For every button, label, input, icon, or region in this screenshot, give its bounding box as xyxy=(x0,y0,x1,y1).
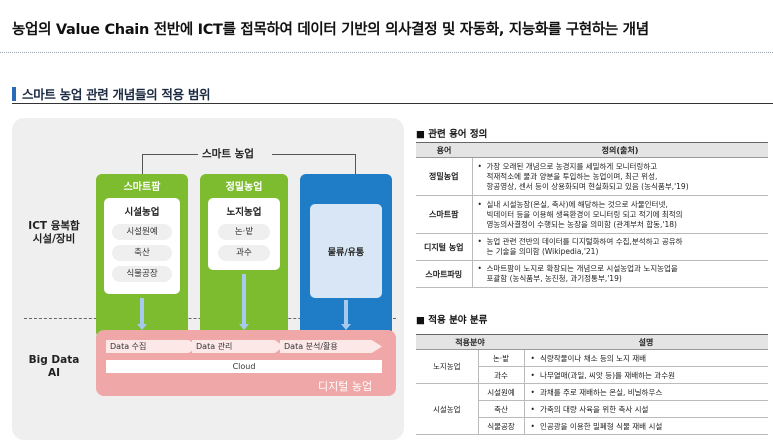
table-row: 스마트파밍 스마트팜이 노지로 확장되는 개념으로 시설농업과 노지농업을 포괄… xyxy=(416,260,768,288)
bullet: • xyxy=(530,387,535,397)
definition-line: 농업 관련 전반의 데이터를 디지털화하여 수집,분석하고 공유하 xyxy=(486,237,683,246)
cloud-bar: Cloud xyxy=(106,360,382,373)
definition-line: 적재적소에 물과 양분을 투입하는 농업이며, 최근 위성, xyxy=(486,171,658,181)
ict-label-line2: 시설/장비 xyxy=(32,233,76,245)
definition-cell: 실내 시설농장(온실, 축사)에 해당하는 것으로 사물인터넷, 빅데이터 등을… xyxy=(472,195,768,234)
definition-line: 스마트팜이 노지로 확장되는 개념으로 시설농업과 노지농업을 xyxy=(486,264,678,273)
bracket-right xyxy=(272,154,356,162)
page-title: 농업의 Value Chain 전반에 ICT를 접목하여 데이터 기반의 의사… xyxy=(12,22,649,38)
table-row: 스마트팜 실내 시설농장(온실, 축사)에 해당하는 것으로 사물인터넷, 빅데… xyxy=(416,195,768,234)
term-cell: 스마트팜 xyxy=(416,195,473,234)
down-arrow-2 xyxy=(239,274,249,330)
scope-diagram: 스마트 농업 ICT 융복합 시설/장비 Big Data AI 스마트팜 시설… xyxy=(12,118,404,440)
desc-cell: • 나무열매(과일, 씨앗 등)를 재배하는 과수원 xyxy=(524,366,768,384)
field-cell: 노지농업 xyxy=(416,349,479,384)
bigdata-label-line2: AI xyxy=(47,367,61,379)
desc-text: 과채를 주로 재배하는 온실, 비닐하우스 xyxy=(539,387,663,397)
table-row: 정밀농업 가장 오래된 개념으로 농경지를 세밀하게 모니터링하고 적재적소에 … xyxy=(416,157,768,196)
ict-label-line1: ICT 융복합 xyxy=(28,220,80,232)
term-cell: 디지털 농업 xyxy=(416,233,473,261)
desc-cell: • 식량작물이나 채소 등의 노지 재배 xyxy=(524,349,768,367)
bracket-drop-right xyxy=(355,154,356,174)
definition-line: 항공영상, 센서 등이 상용화되며 현실화되고 있음 (농식품부,'19) xyxy=(486,181,689,191)
terms-header-definition: 정의(출처) xyxy=(472,142,768,158)
table-row: 시설농업 시설원예 • 과채를 주로 재배하는 온실, 비닐하우스 xyxy=(416,383,768,435)
desc-cell: • 과채를 주로 재배하는 온실, 비닐하우스 xyxy=(524,383,768,401)
logistics-box: 물류/유통 xyxy=(310,204,382,298)
pill-greenhouse: 시설원예 xyxy=(112,224,172,240)
table-row: 노지농업 논·밭 • 식량작물이나 채소 등의 노지 재배 xyxy=(416,349,768,384)
fields-table: 적용분야 설명 노지농업 논·밭 • 식량작물이나 채소 등의 노지 재배 과수 … xyxy=(416,334,768,435)
pill-orchard: 과수 xyxy=(218,245,270,261)
bullet: • xyxy=(530,421,535,431)
subfield-cell: 식물공장 xyxy=(478,417,525,435)
desc-text: 인공광을 이용한 밀폐형 식물 재배 시설 xyxy=(539,421,663,431)
fields-header-field: 적용분야 xyxy=(416,334,524,350)
definition-line: 포괄함 (농식품부, 농진청, 과기정통부,'19) xyxy=(486,274,622,283)
bullet: • xyxy=(530,370,535,380)
section-underline xyxy=(12,103,773,104)
term-cell: 정밀농업 xyxy=(416,157,473,196)
section-title: 스마트 농업 관련 개념들의 적용 범위 xyxy=(12,84,211,103)
bullet: • xyxy=(530,404,535,414)
section-title-text: 스마트 농업 관련 개념들의 적용 범위 xyxy=(22,87,211,102)
fields-section-title: ■ 적용 분야 분류 xyxy=(416,315,488,326)
arrow-data-collect: Data 수집 xyxy=(106,340,198,353)
section-marker xyxy=(12,86,16,101)
facility-agri-box: 시설농업 시설원예 축산 식물공장 xyxy=(104,198,180,294)
down-arrow-1 xyxy=(137,298,147,330)
desc-text: 식량작물이나 채소 등의 노지 재배 xyxy=(539,353,647,363)
pill-plant-factory: 식물공장 xyxy=(112,266,172,282)
subfield-cell: 시설원예 xyxy=(478,383,525,401)
ict-label: ICT 융복합 시설/장비 xyxy=(20,220,88,246)
arrow-data-manage: Data 관리 xyxy=(192,340,284,353)
desc-cell: • 인공광을 이용한 밀폐형 식물 재배 시설 xyxy=(524,417,768,435)
pill-paddy: 논·밭 xyxy=(218,224,270,240)
terms-table: 용어 정의(출처) 정밀농업 가장 오래된 개념으로 농경지를 세밀하게 모니터… xyxy=(416,142,768,288)
subfield-cell: 축산 xyxy=(478,400,525,418)
definition-cell: 스마트팜이 노지로 확장되는 개념으로 시설농업과 노지농업을 포괄함 (농식품… xyxy=(472,260,768,288)
terms-section-title: ■ 관련 용어 정의 xyxy=(416,129,488,140)
term-cell: 스마트파밍 xyxy=(416,260,473,288)
definition-line: 실내 시설농장(온실, 축사)에 해당하는 것으로 사물인터넷, xyxy=(486,199,668,209)
bracket-drop-left xyxy=(142,154,143,174)
table-row: 식물공장 • 인공광을 이용한 밀폐형 식물 재배 시설 xyxy=(416,417,768,435)
bullet: • xyxy=(530,353,535,363)
subfield-cell: 논·밭 xyxy=(478,349,525,367)
definition-line: 는 기술을 의미함 (Wikipedia,'21) xyxy=(486,247,599,256)
down-arrow-3 xyxy=(341,300,351,330)
field-cell: 시설농업 xyxy=(416,383,479,435)
arrow-data-analyze: Data 분석/활용 xyxy=(280,340,382,353)
open-field-box: 노지농업 논·밭 과수 xyxy=(208,198,280,270)
definition-line: 가장 오래된 개념으로 농경지를 세밀하게 모니터링하고 xyxy=(486,161,658,171)
desc-text: 가축의 대량 사육을 위한 축사 시설 xyxy=(539,404,649,414)
smartfarm-title: 스마트팜 xyxy=(123,182,161,193)
precision-title: 정밀농업 xyxy=(225,182,263,193)
bigdata-label-line1: Big Data xyxy=(28,354,80,366)
fields-header-desc: 설명 xyxy=(524,334,768,350)
table-row: 디지털 농업 농업 관련 전반의 데이터를 디지털화하여 수집,분석하고 공유하… xyxy=(416,233,768,261)
definition-cell: 농업 관련 전반의 데이터를 디지털화하여 수집,분석하고 공유하 는 기술을 … xyxy=(472,233,768,261)
definition-line: 빅데이터 등을 이용해 생육환경이 모니터링 되고 적기에 최적의 xyxy=(486,209,683,219)
bigdata-label: Big Data AI xyxy=(20,354,88,380)
open-field-title: 노지농업 xyxy=(226,207,262,218)
pill-livestock: 축산 xyxy=(112,245,172,261)
smart-agri-label: 스마트 농업 xyxy=(202,148,254,160)
table-row: 과수 • 나무열매(과일, 씨앗 등)를 재배하는 과수원 xyxy=(416,366,768,384)
desc-cell: • 가축의 대량 사육을 위한 축사 시설 xyxy=(524,400,768,418)
logistics-label: 물류/유통 xyxy=(327,247,365,258)
definition-line: 영농의사결정이 수행되는 농장을 의미함 (관계부처 합동,'18) xyxy=(486,219,677,229)
terms-header-term: 용어 xyxy=(416,142,472,158)
terms-header-row: 용어 정의(출처) xyxy=(416,142,768,158)
title-divider xyxy=(0,52,773,53)
definition-cell: 가장 오래된 개념으로 농경지를 세밀하게 모니터링하고 적재적소에 물과 양분… xyxy=(472,157,768,196)
digital-agri-label: 디지털 농업 xyxy=(318,380,373,393)
subfield-cell: 과수 xyxy=(478,366,525,384)
bracket-left xyxy=(142,154,198,162)
fields-header-row: 적용분야 설명 xyxy=(416,334,768,350)
facility-agri-title: 시설농업 xyxy=(124,207,160,218)
table-row: 축산 • 가축의 대량 사육을 위한 축사 시설 xyxy=(416,400,768,418)
desc-text: 나무열매(과일, 씨앗 등)를 재배하는 과수원 xyxy=(539,370,676,380)
